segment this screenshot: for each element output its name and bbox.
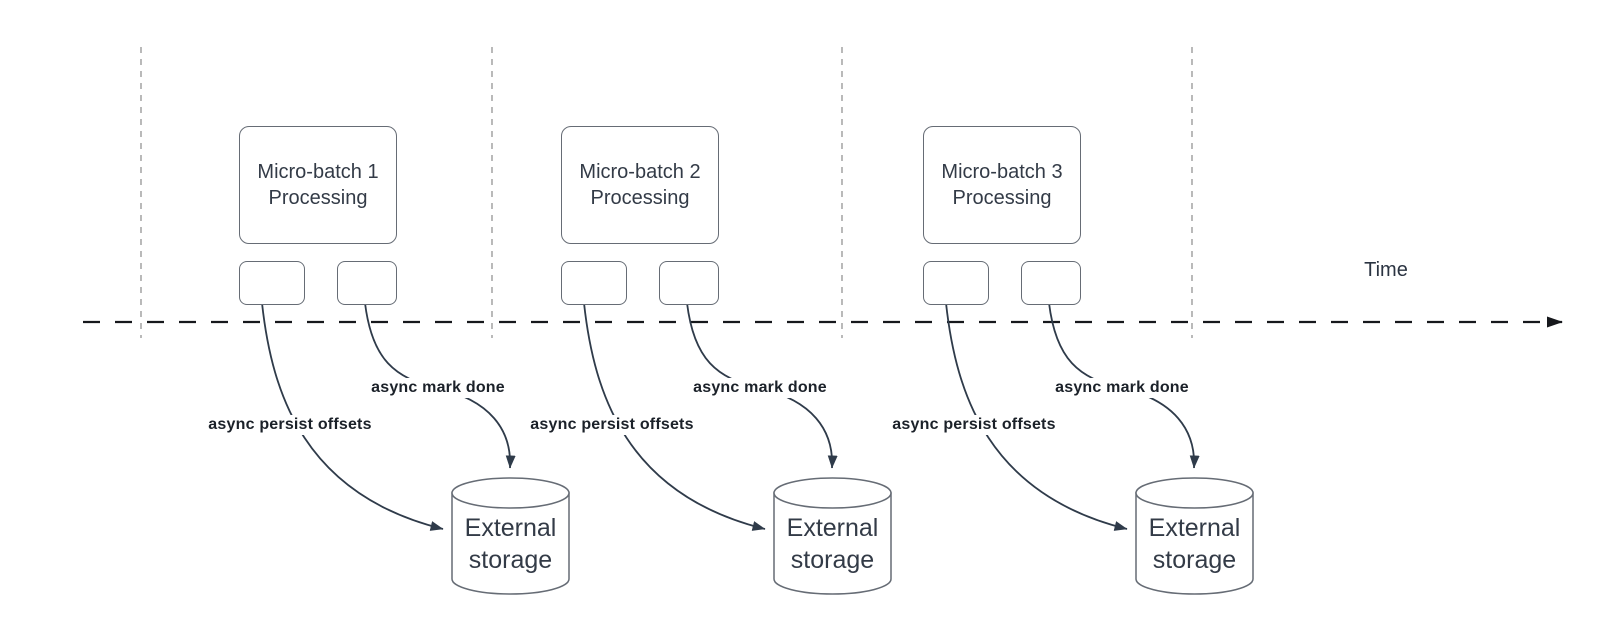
storage-label: External storage (452, 498, 569, 590)
storage-label-line1: External (1148, 514, 1241, 542)
mark-done-label: async mark done (1051, 378, 1193, 398)
micro-batch-title-line1: Micro-batch 1 (257, 161, 379, 183)
micro-batch-title-line2: Processing (952, 187, 1052, 209)
micro-batch-title-line2: Processing (590, 187, 690, 209)
mark-done-label: async mark done (367, 378, 509, 398)
micro-batch-box: Micro-batch 2 Processing (561, 126, 719, 244)
time-axis-label: Time (1364, 259, 1408, 281)
mark-done-task-box (337, 261, 397, 305)
micro-batch-box: Micro-batch 1 Processing (239, 126, 397, 244)
storage-cylinder-shape (451, 477, 570, 595)
storage-label-line2: storage (468, 546, 553, 574)
persist-offsets-task-box (239, 261, 305, 305)
storage-label: External storage (774, 498, 891, 590)
mark-done-task-box (659, 261, 719, 305)
persist-offsets-label: async persist offsets (204, 415, 376, 435)
storage-label-line2: storage (790, 546, 875, 574)
storage-label: External storage (1136, 498, 1253, 590)
persist-offsets-label: async persist offsets (526, 415, 698, 435)
storage-cylinder-shape (773, 477, 892, 595)
mark-done-label: async mark done (689, 378, 831, 398)
persist-offsets-arrow (583, 302, 766, 531)
storage-cylinder-shape (1135, 477, 1254, 595)
micro-batch-title-line1: Micro-batch 2 (579, 161, 701, 183)
micro-batch-box: Micro-batch 3 Processing (923, 126, 1081, 244)
persist-offsets-task-box (561, 261, 627, 305)
persist-offsets-arrow (945, 302, 1128, 531)
persist-offsets-label: async persist offsets (888, 415, 1060, 435)
micro-batch-title-line2: Processing (268, 187, 368, 209)
storage-label-line1: External (464, 514, 557, 542)
storage-label-line2: storage (1152, 546, 1237, 574)
micro-batch-title-line1: Micro-batch 3 (941, 161, 1063, 183)
storage-label-line1: External (786, 514, 879, 542)
persist-offsets-task-box (923, 261, 989, 305)
persist-offsets-arrow (261, 302, 444, 531)
mark-done-task-box (1021, 261, 1081, 305)
